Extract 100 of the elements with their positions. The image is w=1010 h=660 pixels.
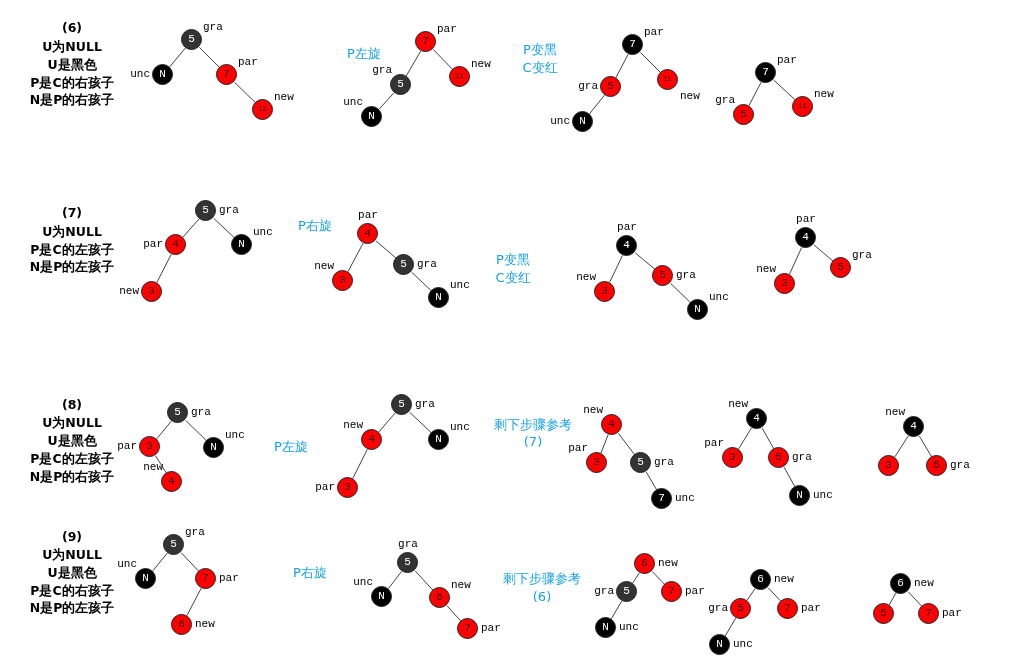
tree-edge bbox=[773, 79, 796, 101]
node-role-label: gra bbox=[417, 258, 437, 270]
case-description: (6) bbox=[61, 20, 83, 36]
tree-edge bbox=[670, 282, 691, 304]
step-note: P左旋 bbox=[274, 439, 308, 455]
step-note: P右旋 bbox=[293, 565, 327, 581]
tree-edge bbox=[894, 435, 909, 458]
node-role-label: par bbox=[437, 23, 457, 35]
node-role-label: gra bbox=[792, 451, 812, 463]
tree-node: N bbox=[687, 299, 708, 320]
tree-node: 6 bbox=[890, 573, 911, 594]
tree-edge bbox=[761, 427, 775, 450]
case-description: U为NULL bbox=[42, 39, 102, 55]
tree-edge bbox=[185, 419, 207, 442]
tree-edge bbox=[352, 448, 368, 480]
tree-node: 4 bbox=[746, 408, 767, 429]
node-role-label: par bbox=[315, 481, 335, 493]
node-role-label: new bbox=[756, 263, 776, 275]
node-role-label: par bbox=[481, 622, 501, 634]
node-role-label: new bbox=[195, 618, 215, 630]
tree-node: 3 bbox=[594, 281, 615, 302]
tree-edge bbox=[155, 455, 167, 474]
node-role-label: gra bbox=[203, 21, 223, 33]
step-note: C变红 bbox=[495, 270, 531, 286]
tree-node: 5 bbox=[181, 29, 202, 50]
node-role-label: unc bbox=[130, 68, 150, 80]
tree-edge bbox=[738, 427, 752, 450]
tree-node: 3 bbox=[337, 477, 358, 498]
node-role-label: unc bbox=[225, 429, 245, 441]
node-role-label: par bbox=[704, 437, 724, 449]
case-description: P是C的右孩子 bbox=[30, 75, 114, 91]
tree-edge bbox=[414, 570, 434, 591]
tree-node: N bbox=[428, 429, 449, 450]
step-note: P变黑 bbox=[496, 252, 530, 268]
node-role-label: par bbox=[238, 56, 258, 68]
node-role-label: par bbox=[568, 442, 588, 454]
tree-node: 4 bbox=[601, 414, 622, 435]
tree-edge bbox=[615, 53, 629, 79]
tree-node: 4 bbox=[161, 471, 182, 492]
node-role-label: gra bbox=[676, 269, 696, 281]
tree-edge bbox=[409, 411, 432, 434]
step-note: 剩下步骤参考 bbox=[503, 571, 581, 587]
node-role-label: gra bbox=[578, 80, 598, 92]
node-role-label: new bbox=[680, 90, 700, 102]
node-role-label: new bbox=[774, 573, 794, 585]
node-role-label: unc bbox=[353, 576, 373, 588]
tree-node: 5 bbox=[163, 534, 184, 555]
tree-edge bbox=[746, 588, 756, 601]
tree-edge bbox=[156, 420, 172, 440]
node-role-label: par bbox=[117, 440, 137, 452]
tree-node: 7 bbox=[777, 598, 798, 619]
tree-node: N bbox=[371, 586, 392, 607]
node-role-label: unc bbox=[709, 291, 729, 303]
tree-node: 7 bbox=[216, 64, 237, 85]
case-description: N是P的右孩子 bbox=[29, 92, 115, 108]
tree-edge bbox=[180, 552, 200, 572]
tree-edge bbox=[387, 570, 403, 590]
tree-node: 5 bbox=[873, 603, 894, 624]
node-role-label: gra bbox=[852, 249, 872, 261]
case-description: N是P的左孩子 bbox=[29, 600, 115, 616]
tree-node: 4 bbox=[357, 223, 378, 244]
step-note: P变黑 bbox=[523, 42, 557, 58]
tree-node: 5 bbox=[830, 257, 851, 278]
tree-edge bbox=[182, 218, 200, 238]
tree-node: 5 bbox=[397, 552, 418, 573]
tree-node: 7 bbox=[918, 603, 939, 624]
tree-edge bbox=[888, 592, 897, 606]
tree-edge bbox=[600, 434, 609, 454]
node-role-label: unc bbox=[619, 621, 639, 633]
tree-node: 7 bbox=[195, 568, 216, 589]
node-role-label: new bbox=[583, 404, 603, 416]
tree-edge bbox=[610, 600, 623, 620]
tree-node: 4 bbox=[165, 234, 186, 255]
node-role-label: unc bbox=[343, 96, 363, 108]
node-role-label: unc bbox=[450, 279, 470, 291]
tree-edge bbox=[813, 244, 834, 262]
tree-node: 5 bbox=[630, 452, 651, 473]
case-description: N是P的右孩子 bbox=[29, 469, 115, 485]
tree-node: N bbox=[203, 437, 224, 458]
tree-node: 5 bbox=[768, 447, 789, 468]
tree-node: 7 bbox=[661, 581, 682, 602]
node-role-label: gra bbox=[219, 204, 239, 216]
tree-edge bbox=[639, 51, 662, 74]
tree-node: 6 bbox=[634, 553, 655, 574]
node-role-label: par bbox=[796, 213, 816, 225]
node-role-label: new bbox=[914, 577, 934, 589]
tree-node: 5 bbox=[167, 402, 188, 423]
tree-node: N bbox=[595, 617, 616, 638]
tree-edge bbox=[651, 571, 666, 585]
tree-node: 5 bbox=[926, 455, 947, 476]
tree-node: N bbox=[231, 234, 252, 255]
node-role-label: new bbox=[314, 260, 334, 272]
node-role-label: gra bbox=[191, 406, 211, 418]
tree-edge bbox=[411, 271, 432, 292]
node-role-label: gra bbox=[398, 538, 418, 550]
node-role-label: unc bbox=[813, 489, 833, 501]
tree-node: N bbox=[135, 568, 156, 589]
tree-node: 5 bbox=[391, 394, 412, 415]
node-role-label: gra bbox=[950, 459, 970, 471]
step-note: P左旋 bbox=[347, 46, 381, 62]
